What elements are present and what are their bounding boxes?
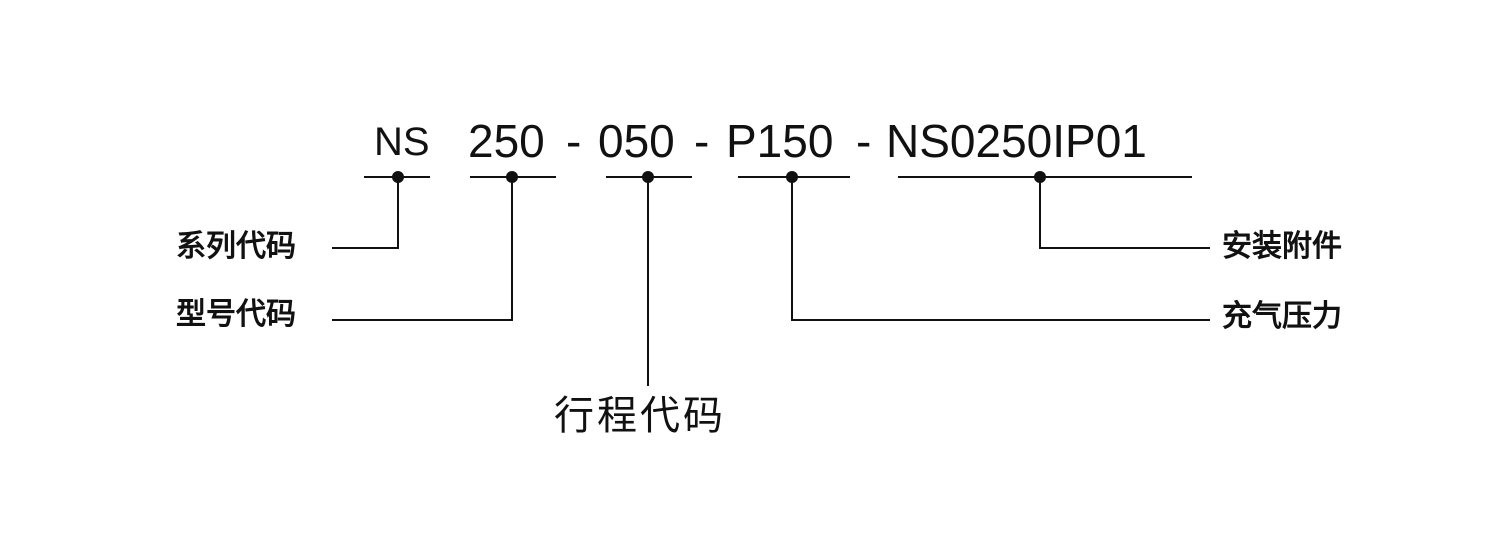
code-separator-2: - xyxy=(694,115,710,167)
label-model: 型号代码 xyxy=(176,297,296,332)
code-model: 250 xyxy=(468,115,545,167)
code-separator-3: - xyxy=(856,115,872,167)
code-accessory: NS0250IP01 xyxy=(886,115,1147,167)
leader-series xyxy=(332,177,399,249)
dot-stroke xyxy=(642,171,654,183)
label-accessory: 安装附件 xyxy=(1222,229,1342,264)
leader-accessory xyxy=(1039,177,1210,249)
dot-accessory xyxy=(1034,171,1046,183)
leader-pressure xyxy=(791,177,1210,321)
code-series: NS xyxy=(374,120,430,164)
code-stroke: 050 xyxy=(598,115,675,167)
label-series: 系列代码 xyxy=(176,229,296,264)
dot-series xyxy=(392,171,404,183)
label-stroke: 行程代码 xyxy=(554,393,726,439)
label-pressure: 充气压力 xyxy=(1222,299,1342,334)
leader-model xyxy=(332,177,513,321)
dot-model xyxy=(506,171,518,183)
code-pressure: P150 xyxy=(726,115,834,167)
code-separator-1: - xyxy=(566,115,582,167)
dot-pressure xyxy=(786,171,798,183)
